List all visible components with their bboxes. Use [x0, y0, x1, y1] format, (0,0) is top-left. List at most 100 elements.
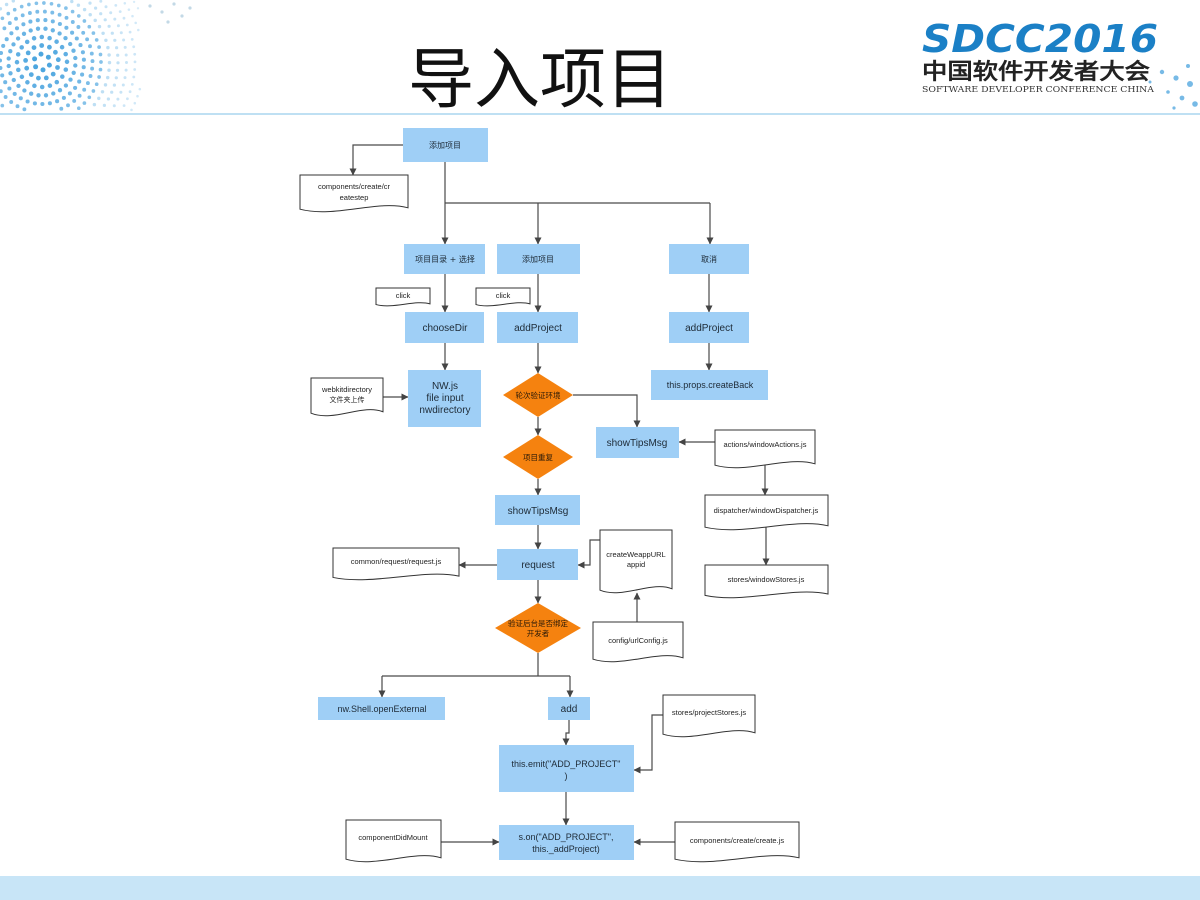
- process-box: [403, 128, 488, 162]
- decor-dot: [80, 72, 85, 77]
- doc-label-line: appid: [627, 560, 645, 569]
- decor-dot: [121, 83, 125, 87]
- decor-dot: [0, 7, 3, 11]
- decision-diamonds: 轮次验证环境 项目重复 验证后台是否绑定 开发者: [495, 373, 581, 653]
- decor-dot: [88, 12, 92, 17]
- decor-dot: [59, 106, 64, 111]
- decor-dot: [98, 67, 103, 72]
- document-shape: [310, 377, 384, 417]
- decor-dot: [82, 7, 87, 12]
- decor-dot: [130, 83, 134, 86]
- decor-dot: [93, 18, 97, 23]
- node-label-line: s.on("ADD_PROJECT",: [519, 832, 614, 842]
- decor-dot: [133, 52, 137, 56]
- decor-dot: [1186, 64, 1190, 68]
- decor-dot: [6, 63, 11, 69]
- node-label: showTipsMsg: [508, 506, 569, 517]
- node-show-tips-2: showTipsMsg: [495, 495, 580, 525]
- process-box: [499, 825, 634, 860]
- connector: [573, 394, 641, 428]
- decor-dot: [16, 83, 21, 89]
- decor-dot: [133, 60, 137, 64]
- decor-dot: [71, 48, 76, 53]
- decor-dot: [125, 61, 128, 64]
- decor-dot: [4, 37, 9, 42]
- decor-dot: [127, 8, 131, 11]
- process-box: [669, 312, 749, 343]
- connectors: [349, 144, 770, 846]
- decor-dot: [11, 0, 16, 3]
- decor-dot: [130, 108, 133, 112]
- doc-label-line: webkitdirectory: [321, 385, 372, 394]
- decor-dot: [53, 49, 58, 55]
- decor-dot: [70, 0, 74, 4]
- decor-dot: [73, 85, 78, 90]
- decor-dot: [114, 76, 118, 80]
- node-label: addProject: [685, 323, 733, 334]
- decision-diamond: [503, 435, 573, 479]
- decor-dot: [133, 68, 137, 71]
- page-title: 导入项目: [408, 41, 672, 118]
- doc-label: stores/windowStores.js: [728, 575, 805, 584]
- node-label-line: this.emit("ADD_PROJECT": [512, 759, 621, 769]
- decor-dot: [31, 36, 37, 41]
- decor-dot: [29, 91, 34, 96]
- decor-dot: [45, 54, 51, 60]
- decor-dot: [6, 11, 11, 16]
- process-box: [404, 244, 485, 274]
- decor-dot: [11, 77, 16, 83]
- decor-dot: [87, 24, 92, 29]
- document-shape: [345, 819, 442, 863]
- decor-dot: [130, 38, 134, 41]
- node-create-back: this.props.createBack: [651, 370, 768, 400]
- connector: [349, 144, 403, 176]
- document-shape: [332, 547, 460, 581]
- decor-dot: [114, 4, 118, 7]
- decor-dot: [123, 76, 127, 80]
- decor-dot: [64, 59, 70, 65]
- doc-webkitdirectory: webkitdirectory 文件夹上传: [310, 377, 384, 417]
- decor-dot: [1179, 95, 1185, 101]
- decor-dot: [94, 38, 99, 42]
- decor-dot: [77, 79, 82, 84]
- decor-dot: [25, 50, 31, 56]
- decor-dot: [0, 50, 4, 56]
- decor-dot: [92, 102, 97, 107]
- decor-dot: [19, 4, 24, 9]
- node-request: request: [497, 549, 578, 580]
- decor-dot: [82, 19, 87, 23]
- decor-dot: [0, 58, 3, 63]
- decor-dot: [68, 41, 73, 47]
- decor-dot: [50, 19, 55, 24]
- decor-dot: [18, 96, 23, 101]
- sdcc-logo: SDCC2016 中国软件开发者大会 SOFTWARE DEVELOPER CO…: [922, 17, 1158, 94]
- decor-dot: [1172, 106, 1176, 110]
- process-box: [499, 745, 634, 792]
- decor-dot: [60, 74, 65, 79]
- decor-dot: [67, 91, 72, 96]
- node-label: nw.Shell.openExternal: [337, 704, 426, 714]
- decor-dot: [94, 82, 99, 87]
- decor-dot: [148, 4, 152, 8]
- node-choose-dir: chooseDir: [405, 312, 484, 343]
- decor-dot: [21, 31, 27, 36]
- decor-dot: [8, 71, 13, 76]
- decor-dot: [107, 53, 111, 57]
- decor-dot: [55, 57, 61, 63]
- decor-dot: [47, 35, 52, 41]
- decor-dot: [73, 63, 78, 68]
- decor-dot: [43, 93, 49, 98]
- decor-dot: [54, 39, 59, 44]
- decor-dot: [57, 88, 63, 93]
- decor-dot: [43, 26, 48, 31]
- decor-dot: [70, 30, 75, 35]
- decision-check-env: 轮次验证环境: [503, 373, 573, 417]
- decor-dot: [112, 104, 116, 108]
- decor-dot: [39, 84, 45, 90]
- decor-dot: [90, 66, 95, 71]
- decor-dot: [3, 95, 8, 99]
- doc-window-stores: stores/windowStores.js: [704, 564, 829, 599]
- logo-english-name: SOFTWARE DEVELOPER CONFERENCE CHINA: [922, 85, 1154, 94]
- decor-dot: [63, 67, 69, 72]
- doc-label: config/urlConfig.js: [608, 636, 668, 645]
